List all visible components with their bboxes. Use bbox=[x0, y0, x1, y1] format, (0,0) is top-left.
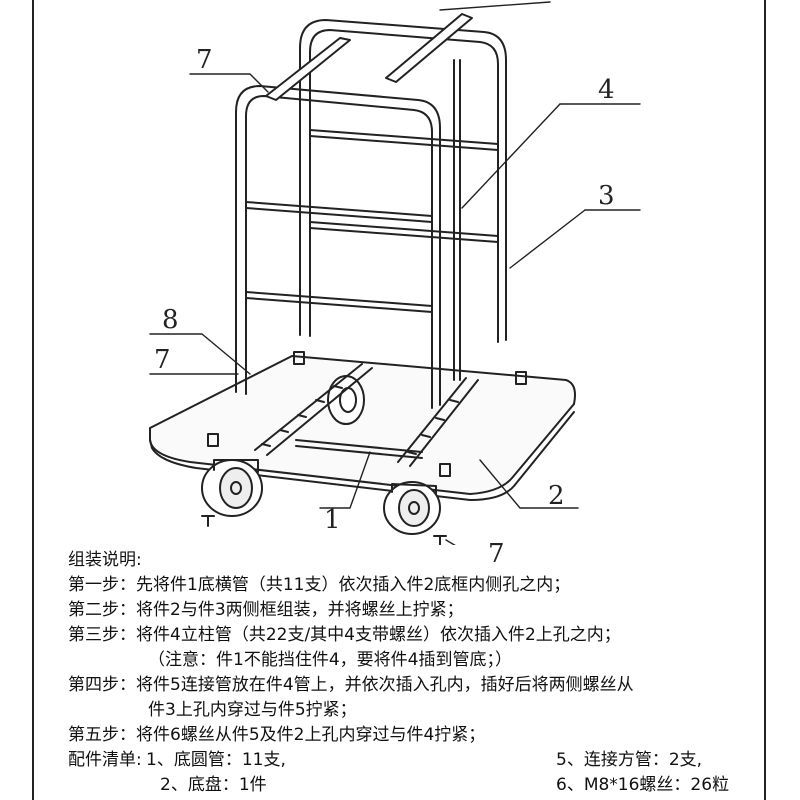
rear-frame bbox=[299, 19, 507, 343]
parts-item-1: 1、底圆管：11支, bbox=[146, 750, 286, 770]
base-cross-tube bbox=[295, 439, 423, 459]
left-border-line bbox=[32, 0, 34, 800]
base-clip bbox=[515, 371, 527, 385]
step-4: 第四步：将件5连接管放在件4管上，并依次插入孔内，插好后将两侧螺丝从 bbox=[68, 675, 634, 695]
parts-list-label: 配件清单: bbox=[68, 750, 142, 770]
step-2: 第二步：将件2与件3两侧框组装，并将螺丝上拧紧； bbox=[68, 600, 464, 620]
callout-labels: 7 4 3 8 7 1 2 bbox=[154, 45, 615, 535]
parts-item-2: 2、底盘：1件 bbox=[160, 775, 267, 795]
instructions-title: 组装说明: bbox=[68, 550, 142, 570]
base-clip bbox=[207, 433, 219, 447]
front-frame bbox=[235, 85, 441, 409]
parts-item-5: 5、连接方管：2支, bbox=[556, 750, 703, 770]
bottom-screw-left bbox=[201, 515, 215, 527]
cart-assembly-drawing: 7 4 3 8 7 1 2 bbox=[149, 1, 641, 545]
step-3: 第三步：将件4立柱管（共22支/其中4支带螺丝）依次插入件2上孔之内； bbox=[68, 625, 621, 645]
callout-1: 1 bbox=[324, 505, 341, 535]
assembly-instructions: 组装说明: 第一步：先将件1底横管（共11支）依次插入件2底框内侧孔之内； 第二… bbox=[68, 548, 758, 798]
wheel-left bbox=[201, 459, 263, 517]
callout-4: 4 bbox=[598, 75, 615, 105]
wheel-right bbox=[383, 481, 441, 535]
bottom-screw-right bbox=[433, 535, 447, 545]
base-clip bbox=[439, 463, 451, 477]
base-rail-left bbox=[254, 363, 373, 456]
callout-3: 3 bbox=[598, 181, 615, 211]
callout-7-top: 7 bbox=[196, 45, 213, 75]
parts-list-row-1: 配件清单: 1、底圆管：11支, 5、连接方管：2支, bbox=[68, 748, 758, 773]
parts-list-row-2: 2、底盘：1件 6、M8*16螺丝：26粒 bbox=[68, 773, 758, 798]
step-5: 第五步：将件6螺丝从件5及件2上孔内穿过与件4拧紧； bbox=[68, 725, 486, 745]
top-connecting-tubes bbox=[265, 13, 473, 101]
base-clip bbox=[293, 351, 305, 365]
parts-item-6: 6、M8*16螺丝：26粒 bbox=[556, 775, 730, 795]
callout-2: 2 bbox=[548, 481, 565, 511]
callout-7-left: 7 bbox=[154, 345, 171, 375]
callout-bottom-area: 7 bbox=[488, 539, 505, 569]
callout-8: 8 bbox=[162, 305, 179, 335]
right-border-line bbox=[764, 0, 766, 800]
step-3-note: （注意：件1不能挡住件4，要将件4插到管底；） bbox=[148, 650, 512, 670]
center-post bbox=[453, 59, 461, 381]
leader-lines bbox=[149, 1, 641, 545]
callout-7-bottom: 7 bbox=[488, 539, 505, 569]
step-1: 第一步：先将件1底横管（共11支）依次插入件2底框内侧孔之内； bbox=[68, 575, 571, 595]
step-4-continued: 件3上孔内穿过与件5拧紧； bbox=[148, 700, 357, 720]
